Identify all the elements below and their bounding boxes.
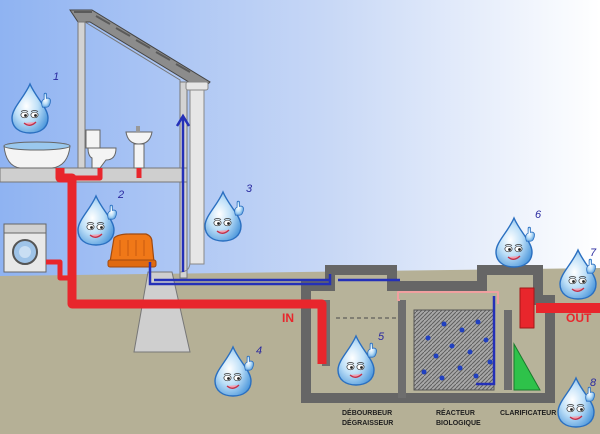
label-degraisseur: DÉGRAISSEUR <box>342 418 393 427</box>
washing-machine-icon <box>3 223 47 273</box>
drop-mascot-1: 1 <box>11 71 59 134</box>
label-biologique: BIOLOGIQUE <box>436 420 481 427</box>
drop-mascot-6: 6 <box>495 209 542 268</box>
drop-mascot-5: 5 <box>337 331 385 386</box>
wastewater-pipes <box>46 168 600 364</box>
drop-number-8: 8 <box>590 377 597 389</box>
drop-mascot-2: 2 <box>77 189 124 246</box>
drop-number-4: 4 <box>256 345 262 357</box>
label-out: OUT <box>566 311 592 325</box>
label-debourbeur: DÉBOURBEUR <box>342 408 392 417</box>
drop-mascot-7: 7 <box>559 247 597 300</box>
drop-number-3: 3 <box>246 183 253 195</box>
label-in: IN <box>282 311 294 325</box>
drop-mascot-4: 4 <box>214 345 262 397</box>
drop-number-2: 2 <box>117 189 124 201</box>
drop-mascot-3: 3 <box>204 183 253 242</box>
drop-mascot-8: 8 <box>557 377 597 428</box>
label-reacteur: RÉACTEUR <box>436 408 475 417</box>
drop-number-5: 5 <box>378 331 385 343</box>
aeration-bubbles <box>421 319 493 381</box>
drop-number-6: 6 <box>535 209 542 221</box>
bathtub-icon <box>3 141 71 169</box>
ventilation-pipes <box>148 113 496 386</box>
drop-number-1: 1 <box>53 71 59 83</box>
label-clarificateur: CLARIFICATEUR <box>500 410 556 417</box>
drop-number-7: 7 <box>590 247 597 259</box>
pump-icon <box>107 233 157 268</box>
